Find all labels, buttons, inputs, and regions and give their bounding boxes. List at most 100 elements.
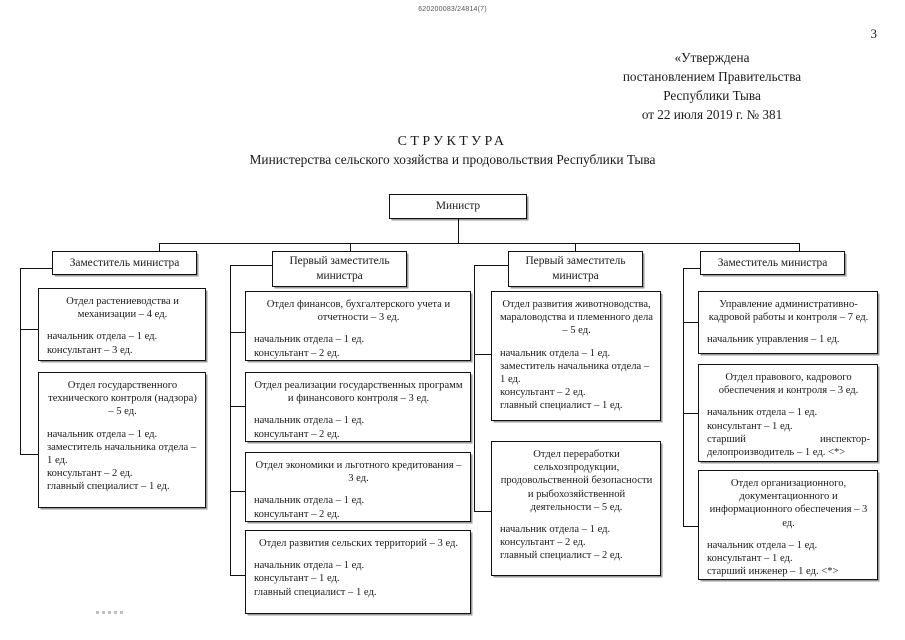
unit-staff-list: начальник отдела – 1 ед. консультант – 2… [254, 414, 463, 440]
page-number: 3 [870, 26, 878, 41]
unit-staff-list: начальник отдела – 1 ед. консультант – 1… [707, 406, 870, 459]
unit-staff-line: начальник отдела – 1 ед. [707, 407, 818, 419]
connector-bus [159, 243, 799, 244]
unit-staff-line: консультант – 1 ед. [707, 420, 793, 432]
connector-c1-top [20, 268, 53, 269]
unit-staff-list: начальник управления – 1 ед. [707, 333, 870, 346]
unit-staff-list: начальник отдела – 1 ед. заместитель нач… [500, 347, 653, 413]
unit-staff-line: консультант – 2 ед. [254, 428, 340, 440]
deputy-2-label: Первый заместитель министра [289, 255, 390, 282]
unit-title: Отдел реализации государственных програм… [254, 380, 463, 405]
connector-c2-top [230, 265, 273, 266]
unit-title: Отдел правового, кадрового обеспечения и… [718, 372, 859, 397]
unit-title: Управление административно-кадровой рабо… [708, 299, 869, 324]
unit-staff-line: консультант – 2 ед. [500, 537, 586, 549]
connector-c4-stub-1 [683, 322, 698, 323]
unit-staff-line: заместитель начальника отдела – 1 ед. [47, 441, 197, 467]
connector-root-drop [458, 219, 459, 243]
org-unit-box: Отдел финансов, бухгалтерского учета и о… [245, 291, 471, 361]
unit-staff-list: начальник отдела – 1 ед. заместитель нач… [47, 428, 198, 494]
org-unit-box: Отдел организационного, документационног… [698, 470, 878, 580]
unit-staff-line: начальник отдела – 1 ед. [707, 539, 818, 551]
justified-left: старший [707, 433, 746, 445]
unit-staff-line: начальник отдела – 1 ед. [254, 334, 365, 346]
unit-staff-line: старший инженер – 1 ед. <*> [707, 566, 839, 578]
unit-staff-line: начальник отдела – 1 ед. [500, 524, 611, 536]
org-unit-box: Отдел развития животноводства, мараловод… [491, 291, 661, 421]
minister-label: Министр [435, 200, 481, 212]
connector-c4-stub-3 [683, 526, 698, 527]
connector-c4-top [683, 268, 701, 269]
connector-bus-drop-2 [350, 243, 351, 251]
unit-staff-line: начальник отдела – 1 ед. [47, 331, 158, 343]
unit-title: Отдел развития животноводства, мараловод… [500, 299, 653, 337]
connector-c3-trunk [474, 265, 475, 511]
unit-staff-line: консультант – 3 ед. [47, 344, 133, 356]
unit-staff-list: начальник отдела – 1 ед. консультант – 2… [500, 523, 653, 563]
org-unit-box: Отдел переработки сельхозпродукции, прод… [491, 441, 661, 576]
org-unit-box: Отдел государственного технического конт… [38, 372, 206, 508]
justified-right: инспектор- [819, 433, 870, 445]
unit-title: Отдел организационного, документационног… [709, 478, 868, 529]
unit-staff-line: начальник отдела – 1 ед. [254, 495, 365, 507]
org-node-deputy-1: Заместитель министра [52, 251, 197, 275]
org-node-minister: Министр [389, 194, 527, 219]
connector-c4-trunk [683, 268, 684, 526]
connector-c1-stub-1 [20, 329, 38, 330]
org-unit-box: Отдел растениеводства и механизации – 4 … [38, 288, 206, 361]
connector-c4-stub-2 [683, 413, 698, 414]
deputy-3-label: Первый заместитель министра [525, 255, 626, 282]
org-unit-box: Отдел развития сельских территорий – 3 е… [245, 530, 471, 614]
document-id: 620200083/24814(7) [418, 6, 487, 13]
unit-title: Отдел государственного технического конт… [48, 380, 197, 418]
connector-c2-stub-3 [230, 491, 245, 492]
connector-c1-stub-2 [20, 454, 38, 455]
unit-staff-list: начальник отдела – 1 ед. консультант – 1… [707, 539, 870, 579]
connector-c2-stub-4 [230, 575, 245, 576]
scan-artifact [96, 611, 126, 614]
org-node-deputy-3: Первый заместитель министра [508, 251, 643, 287]
document-subtitle: Министерства сельского хозяйства и продо… [249, 152, 656, 167]
org-unit-box: Отдел экономики и льготного кредитования… [245, 452, 471, 522]
connector-c3-stub-2 [474, 511, 491, 512]
unit-staff-list: начальник отдела – 1 ед. консультант – 3… [47, 330, 198, 356]
connector-c2-trunk [230, 265, 231, 575]
org-node-deputy-4: Заместитель министра [700, 251, 845, 275]
connector-c2-stub-1 [230, 332, 245, 333]
unit-staff-line: делопроизводитель – 1 ед. <*> [707, 447, 846, 459]
unit-title: Отдел развития сельских территорий – 3 е… [258, 538, 459, 549]
deputy-4-label: Заместитель министра [717, 256, 828, 269]
approval-line-1: «Утверждена [674, 50, 750, 65]
document-title: СТРУКТУРА [397, 134, 508, 149]
approval-line-2: постановлением Правительства [622, 69, 802, 84]
unit-staff-list: начальник отдела – 1 ед. консультант – 1… [254, 559, 463, 599]
unit-staff-line: консультант – 1 ед. [254, 573, 340, 585]
unit-staff-line: начальник отдела – 1 ед. [500, 347, 611, 359]
unit-staff-line: консультант – 2 ед. [254, 508, 340, 520]
org-unit-box: Управление административно-кадровой рабо… [698, 291, 878, 354]
connector-c3-top [474, 265, 509, 266]
unit-staff-line: начальник отдела – 1 ед. [254, 415, 365, 427]
unit-staff-line: главный специалист – 2 ед. [500, 550, 623, 562]
approval-block: «Утверждена постановлением Правительства… [547, 48, 877, 124]
unit-title: Отдел переработки сельхозпродукции, прод… [500, 449, 653, 513]
org-node-deputy-2: Первый заместитель министра [272, 251, 407, 287]
unit-staff-line: консультант – 2 ед. [47, 468, 133, 480]
unit-staff-line: консультант – 1 ед. [707, 553, 793, 565]
connector-bus-drop-3 [575, 243, 576, 251]
unit-staff-line: главный специалист – 1 ед. [254, 586, 377, 598]
unit-title: Отдел растениеводства и механизации – 4 … [66, 296, 179, 321]
approval-line-3: Республики Тыва [663, 88, 761, 103]
unit-staff-list: начальник отдела – 1 ед. консультант – 2… [254, 494, 463, 520]
unit-staff-line: начальник отдела – 1 ед. [254, 560, 365, 572]
connector-bus-drop-1 [159, 243, 160, 251]
unit-staff-line: главный специалист – 1 ед. [47, 481, 170, 493]
unit-staff-line: консультант – 2 ед. [254, 347, 340, 359]
unit-title: Отдел финансов, бухгалтерского учета и о… [266, 299, 451, 324]
unit-staff-line-justified: старший инспектор- [707, 433, 870, 446]
unit-staff-line: начальник управления – 1 ед. [707, 334, 840, 346]
connector-c3-stub-1 [474, 354, 491, 355]
unit-staff-line: консультант – 2 ед. [500, 387, 586, 399]
approval-line-4: от 22 июля 2019 г. № 381 [641, 107, 783, 122]
